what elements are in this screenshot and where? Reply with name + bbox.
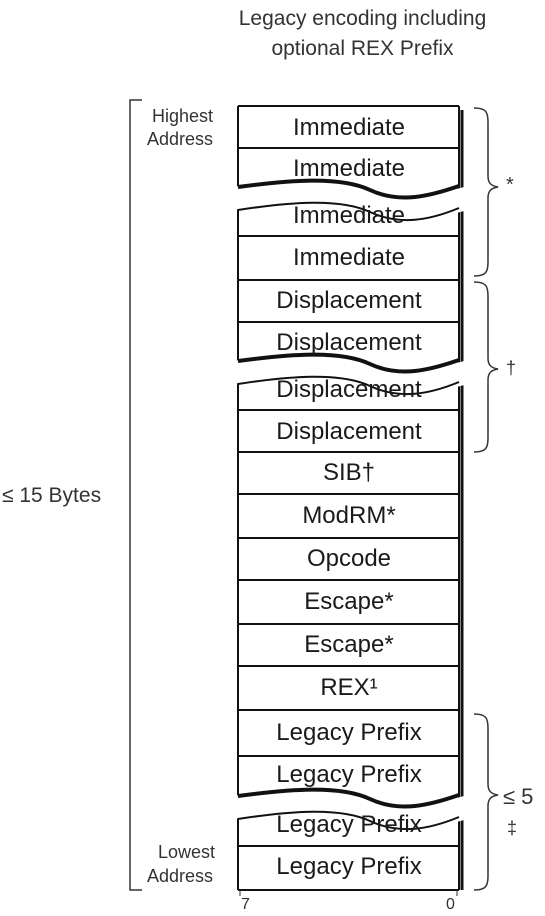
immediate-brace-mark: *: [506, 174, 514, 196]
displacement-brace-mark: †: [506, 358, 517, 378]
field-opcode: Opcode: [306, 545, 392, 572]
field-legacy-prefix-2: Legacy Prefix: [276, 761, 422, 788]
diagram-title-line-1: Legacy encoding including: [238, 7, 487, 30]
field-escape-2: Escape*: [304, 631, 394, 658]
diagram-title-line-2: optional REX Prefix: [271, 37, 454, 60]
field-immediate-4: Immediate: [292, 244, 406, 271]
field-displacement-1: Displacement: [276, 287, 422, 314]
field-immediate-1: Immediate: [292, 114, 406, 141]
legacy-prefix-note-mark: ‡: [507, 818, 518, 838]
field-legacy-prefix-3: Legacy Prefix: [276, 811, 422, 838]
highest-address-label-line-1: Highest: [152, 106, 214, 126]
highest-address-label-line-2: Address: [147, 129, 214, 149]
field-sib: SIB†: [322, 459, 376, 486]
lowest-address-label-line-2: Address: [147, 866, 214, 886]
legacy-prefix-count-mark: ≤ 5: [503, 784, 534, 809]
bit-0-label: 0: [446, 896, 455, 913]
field-escape-1: Escape*: [304, 588, 394, 615]
field-displacement-3: Displacement: [276, 376, 422, 403]
field-immediate-2: Immediate: [292, 155, 406, 182]
field-modrm: ModRM*: [302, 502, 396, 529]
field-immediate-3: Immediate: [292, 202, 406, 229]
lowest-address-label-line-1: Lowest: [158, 842, 216, 862]
field-rex: REX¹: [320, 674, 378, 701]
field-displacement-2: Displacement: [276, 329, 422, 356]
field-displacement-4: Displacement: [276, 418, 422, 445]
total-size-label: ≤ 15 Bytes: [2, 484, 102, 507]
bit-7-label: 7: [241, 896, 250, 913]
field-legacy-prefix-4: Legacy Prefix: [276, 853, 422, 880]
field-legacy-prefix-1: Legacy Prefix: [276, 719, 422, 746]
